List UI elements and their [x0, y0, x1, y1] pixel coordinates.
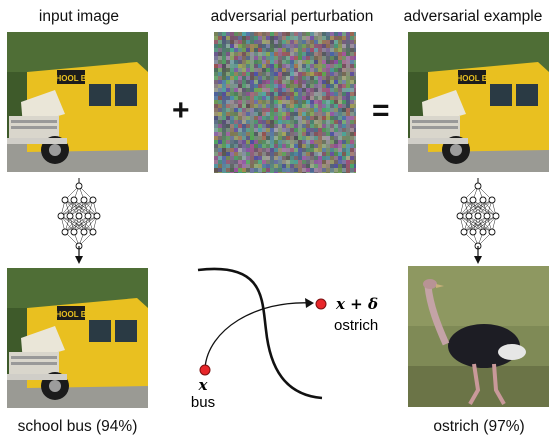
x-label: bus	[191, 394, 215, 411]
decision-boundary-curve	[197, 267, 323, 400]
bus-image-graphic: SCHOOL BUS	[7, 32, 148, 172]
adversarial-bus-image: SCHOOL BUS	[408, 32, 549, 172]
adversarial-example-label: adversarial example	[403, 8, 543, 25]
neural-network-icon	[456, 178, 500, 250]
adversarial-bus-graphic: SCHOOL BUS	[408, 32, 549, 172]
neural-network-icon	[57, 178, 101, 250]
noise-graphic	[214, 32, 356, 173]
bus-sign-text: SCHOOL BUS	[445, 74, 499, 83]
ostrich-image	[408, 266, 549, 407]
bus-sign-text: SCHOOL BUS	[44, 310, 98, 319]
down-arrow-icon	[474, 246, 482, 264]
ostrich-graphic	[408, 266, 549, 407]
perturbation-arrow	[204, 302, 313, 369]
down-arrow-icon	[75, 246, 83, 264]
adversarial-point	[315, 298, 327, 310]
arrowhead-icon	[305, 298, 314, 308]
bus-sign-text: SCHOOL BUS	[44, 74, 98, 83]
x-delta-label: ostrich	[334, 317, 378, 334]
plus-sign: +	[172, 94, 190, 127]
x-symbol: x	[198, 376, 209, 394]
adversarial-prediction-caption: ostrich (97%)	[433, 418, 525, 435]
x-delta-symbol: x + δ	[335, 295, 378, 313]
bus-image-graphic: SCHOOL BUS	[7, 268, 148, 408]
adversarial-perturbation-label: adversarial perturbation	[210, 8, 374, 25]
input-image-label: input image	[38, 8, 120, 25]
input-bus-image: SCHOOL BUS	[7, 32, 148, 172]
perturbation-noise-image	[214, 32, 356, 173]
equals-sign: =	[372, 94, 390, 127]
input-prediction-caption: school bus (94%)	[17, 418, 138, 435]
predicted-bus-image: SCHOOL BUS	[7, 268, 148, 408]
clean-point	[199, 364, 211, 376]
